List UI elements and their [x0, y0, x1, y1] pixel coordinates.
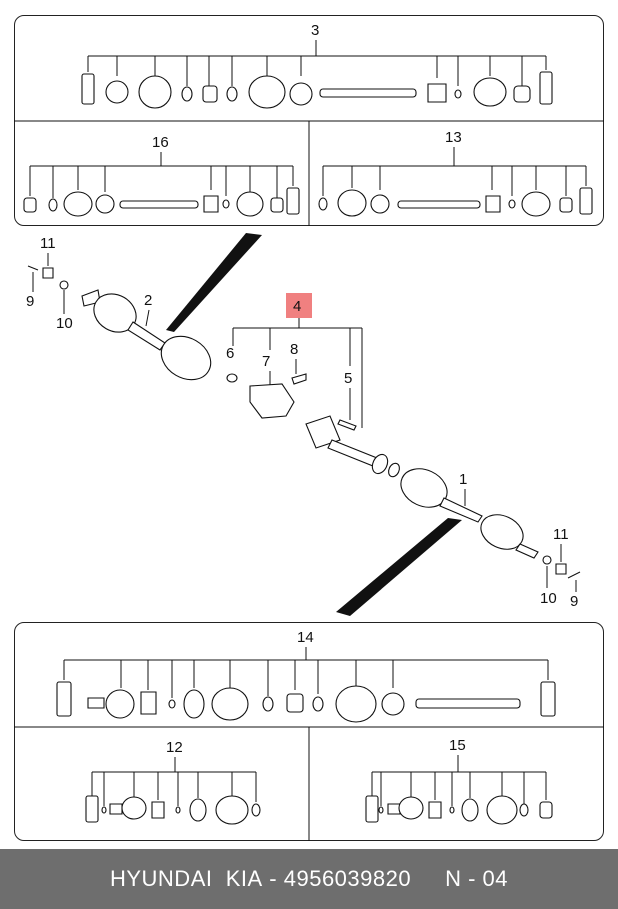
callout-3: 3 — [311, 22, 319, 39]
callout-4: 4 — [293, 298, 301, 315]
callout-7: 7 — [262, 353, 270, 370]
leader-kit-15 — [371, 755, 547, 806]
kit-3-parts — [81, 71, 553, 109]
callout-8: 8 — [290, 341, 298, 358]
callout-15: 15 — [449, 737, 466, 754]
footer-bar: HYUNDAI KIA - 4956039820 N - 04 — [0, 849, 618, 909]
kit-12-parts — [85, 795, 261, 825]
bracket — [249, 383, 295, 419]
callout-14: 14 — [297, 629, 314, 646]
transition-wedge-bottom — [336, 518, 462, 616]
drive-shaft-assembly — [305, 415, 539, 559]
snap-ring — [226, 373, 238, 383]
bolt — [337, 419, 357, 431]
leader-kit-14 — [63, 647, 549, 698]
callout-16: 16 — [152, 134, 169, 151]
nut-right — [555, 563, 567, 575]
leader-kit-16 — [29, 152, 294, 198]
nut-left — [42, 267, 54, 279]
callout-11-right: 11 — [553, 526, 569, 543]
callout-13: 13 — [445, 129, 462, 146]
kit-16-parts — [23, 187, 300, 217]
cotter-pin-right — [567, 571, 581, 579]
callout-9-left: 9 — [26, 293, 34, 310]
leader-kit-3 — [87, 40, 547, 86]
bracket-bolt — [291, 373, 307, 385]
callout-5: 5 — [344, 370, 352, 387]
kit-13-parts — [318, 187, 593, 217]
kit-14-parts — [56, 681, 556, 723]
outer-joint-assembly — [81, 289, 212, 381]
transition-wedge-top — [166, 233, 262, 332]
washer-right — [542, 555, 552, 565]
callout-4-highlight — [286, 293, 312, 318]
washer-left — [59, 280, 69, 290]
leader-kit-13 — [322, 147, 587, 196]
kit-15-parts — [365, 795, 553, 825]
leader-kit-12 — [91, 757, 257, 806]
leader-kit-4 — [232, 318, 363, 428]
callout-10-left: 10 — [56, 315, 73, 332]
callout-10-right: 10 — [540, 590, 557, 607]
footer-separator: - — [262, 866, 284, 891]
callout-11-left: 11 — [40, 235, 56, 252]
callout-9-right: 9 — [570, 593, 578, 610]
footer-part-number: 4956039820 — [283, 866, 412, 891]
cotter-pin-left — [27, 265, 39, 271]
footer-brand: HYUNDAI KIA — [109, 866, 263, 891]
callout-6: 6 — [226, 345, 234, 362]
diagram-svg: 3 16 — [14, 22, 604, 841]
callout-1: 1 — [459, 471, 467, 488]
callout-2: 2 — [144, 292, 152, 309]
callout-12: 12 — [166, 739, 183, 756]
footer-page-ref: N - 04 — [445, 866, 509, 891]
